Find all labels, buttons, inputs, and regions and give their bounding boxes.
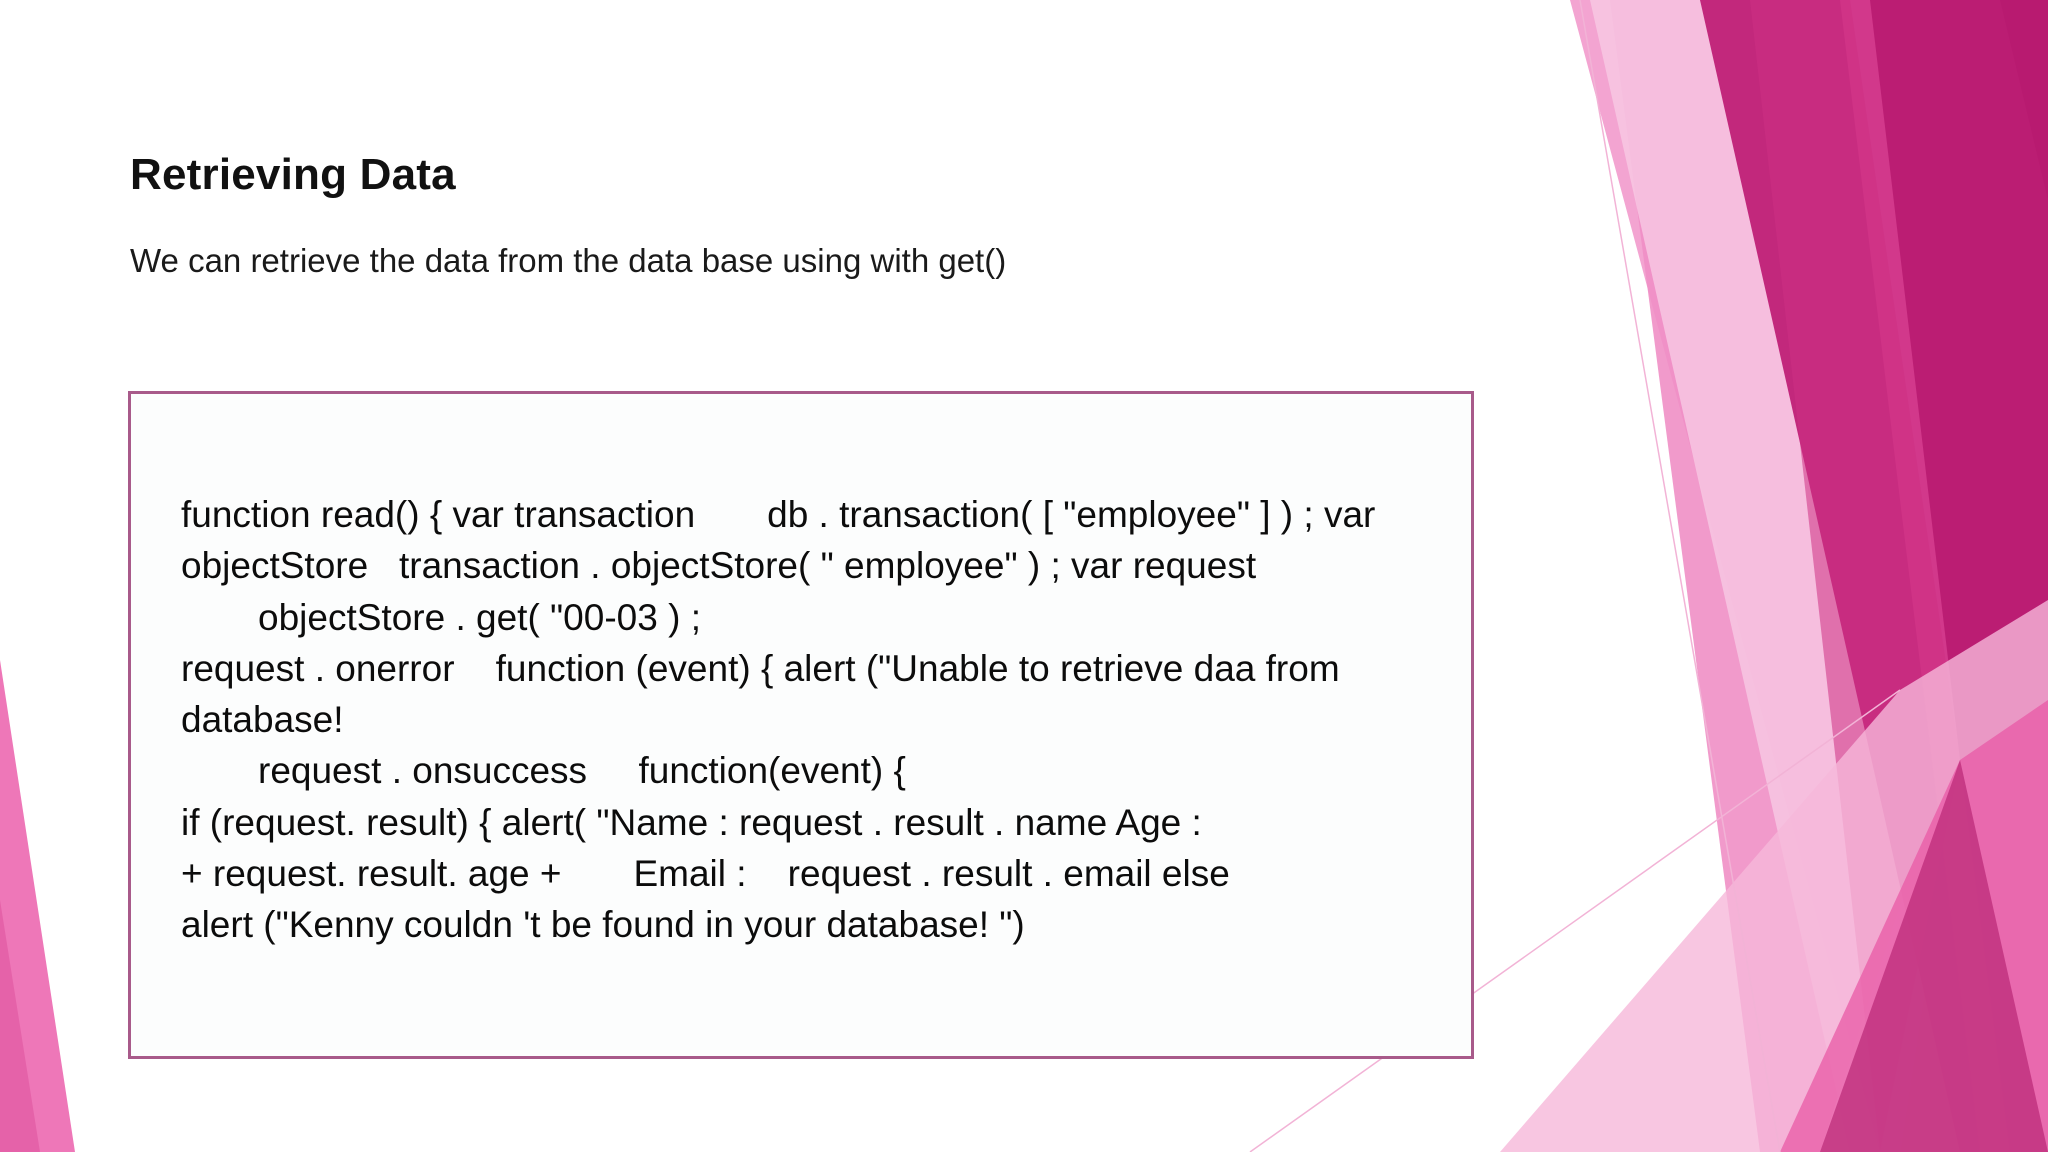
code-line: objectStore transaction . objectStore( "…	[181, 545, 1257, 587]
code-box: function read() { var transaction db . t…	[128, 391, 1474, 1059]
code-line: database!	[181, 699, 344, 741]
code-body: function read() { var transaction db . t…	[181, 489, 1461, 951]
code-line: objectStore . get( "00-03 ) ;	[258, 596, 701, 638]
code-line: if (request. result) { alert( "Name : re…	[181, 801, 1202, 843]
slide-title: Retrieving Data	[130, 150, 456, 199]
code-line: request . onerror function (event) { ale…	[181, 647, 1340, 689]
code-line: function read() { var transaction db . t…	[181, 494, 1376, 535]
slide-subtitle: We can retrieve the data from the data b…	[130, 242, 1007, 279]
code-line: + request. result. age + Email : request…	[181, 853, 1230, 895]
code-line: alert ("Kenny couldn 't be found in your…	[181, 904, 1025, 946]
code-line: request . onsuccess function(event) {	[258, 750, 906, 792]
